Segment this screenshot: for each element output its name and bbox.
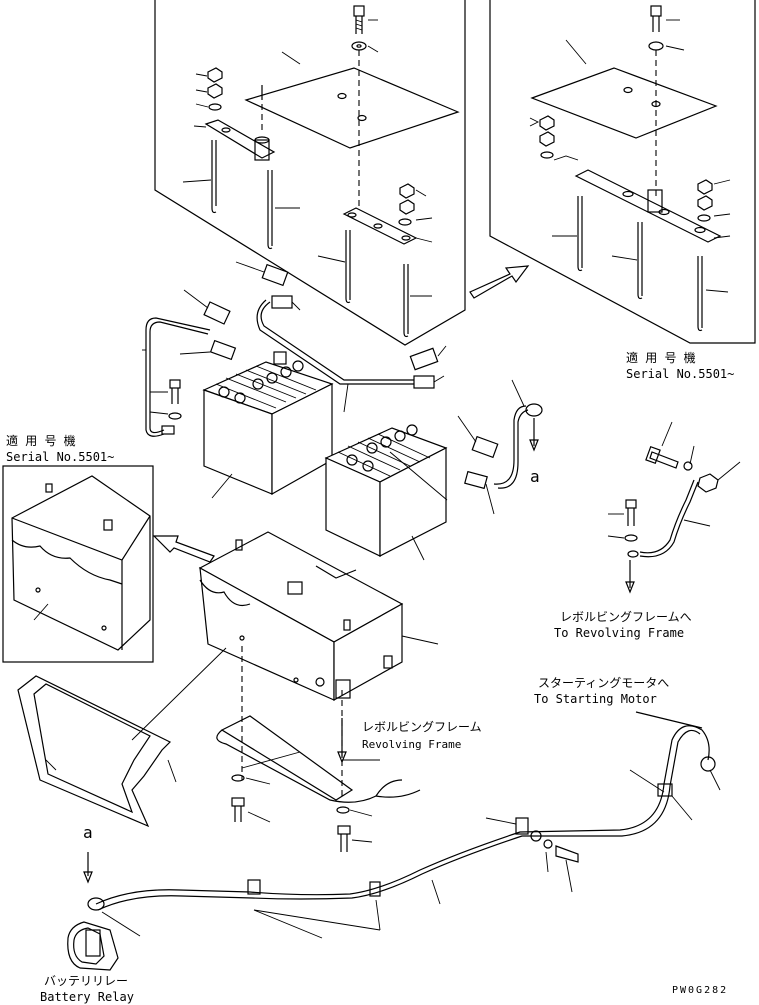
battery-cover-plate	[244, 51, 460, 149]
left-j-bolts	[182, 140, 300, 250]
right-ground-cable	[607, 421, 741, 594]
serial-label-left-en: Serial No.5501~	[6, 450, 115, 464]
right-inset-clamp-bar	[574, 169, 731, 243]
starting-motor-en: To Starting Motor	[534, 692, 657, 706]
right-inset-top-bolt	[648, 5, 685, 200]
right-nut-stack	[398, 183, 433, 226]
revolving-frame-to-en: To Revolving Frame	[554, 626, 685, 640]
serial-label-top-jp: 適 用 号 機	[626, 351, 696, 365]
serial-label-top-en: Serial No.5501~	[626, 367, 735, 381]
battery-left	[202, 351, 334, 499]
battery-box	[198, 531, 439, 800]
left-clamp-bar	[193, 85, 276, 161]
right-inset-outline	[489, 0, 756, 344]
revolving-frame-leaders	[337, 718, 380, 764]
starter-cable	[95, 711, 721, 939]
drawing-code: PW0G282	[672, 985, 729, 996]
battery-right	[324, 424, 448, 561]
arrow-to-left-inset	[152, 535, 215, 563]
terminal-clamps	[179, 261, 499, 515]
rubber-gasket	[17, 675, 177, 828]
revolving-frame-plate	[131, 647, 421, 803]
battery-relay	[67, 852, 119, 971]
revolving-frame-jp: レボルビングフレーム	[362, 720, 482, 734]
main-panel-outline	[154, 0, 466, 346]
bottom-bolts	[231, 774, 373, 852]
top-bolt	[351, 5, 379, 210]
left-inset-cover	[11, 475, 151, 651]
battery-relay-jp: バッテリリレー	[44, 974, 129, 988]
ref-a-lower: a	[83, 823, 93, 842]
revolving-frame-to-jp: レボルビングフレームへ	[560, 610, 692, 624]
ref-a-upper: a	[530, 467, 540, 486]
right-inset-j-bolts	[552, 196, 729, 332]
arrow-to-right-inset	[469, 265, 530, 299]
left-nut-stack	[195, 67, 223, 111]
right-inset-cover-plate	[530, 39, 718, 139]
right-inset-nuts	[529, 115, 731, 222]
battery-cables	[142, 299, 414, 437]
serial-label-left-jp: 適 用 号 機	[6, 434, 76, 448]
revolving-frame-en: Revolving Frame	[362, 738, 462, 751]
right-j-bolts	[317, 230, 432, 338]
starting-motor-jp: スターティングモータへ	[538, 676, 670, 690]
ground-cable-a	[493, 379, 543, 489]
right-clamp-bar	[342, 207, 433, 245]
battery-relay-en: Battery Relay	[40, 990, 134, 1004]
left-inset-outline	[2, 465, 154, 663]
left-battery-bolt	[149, 379, 182, 420]
